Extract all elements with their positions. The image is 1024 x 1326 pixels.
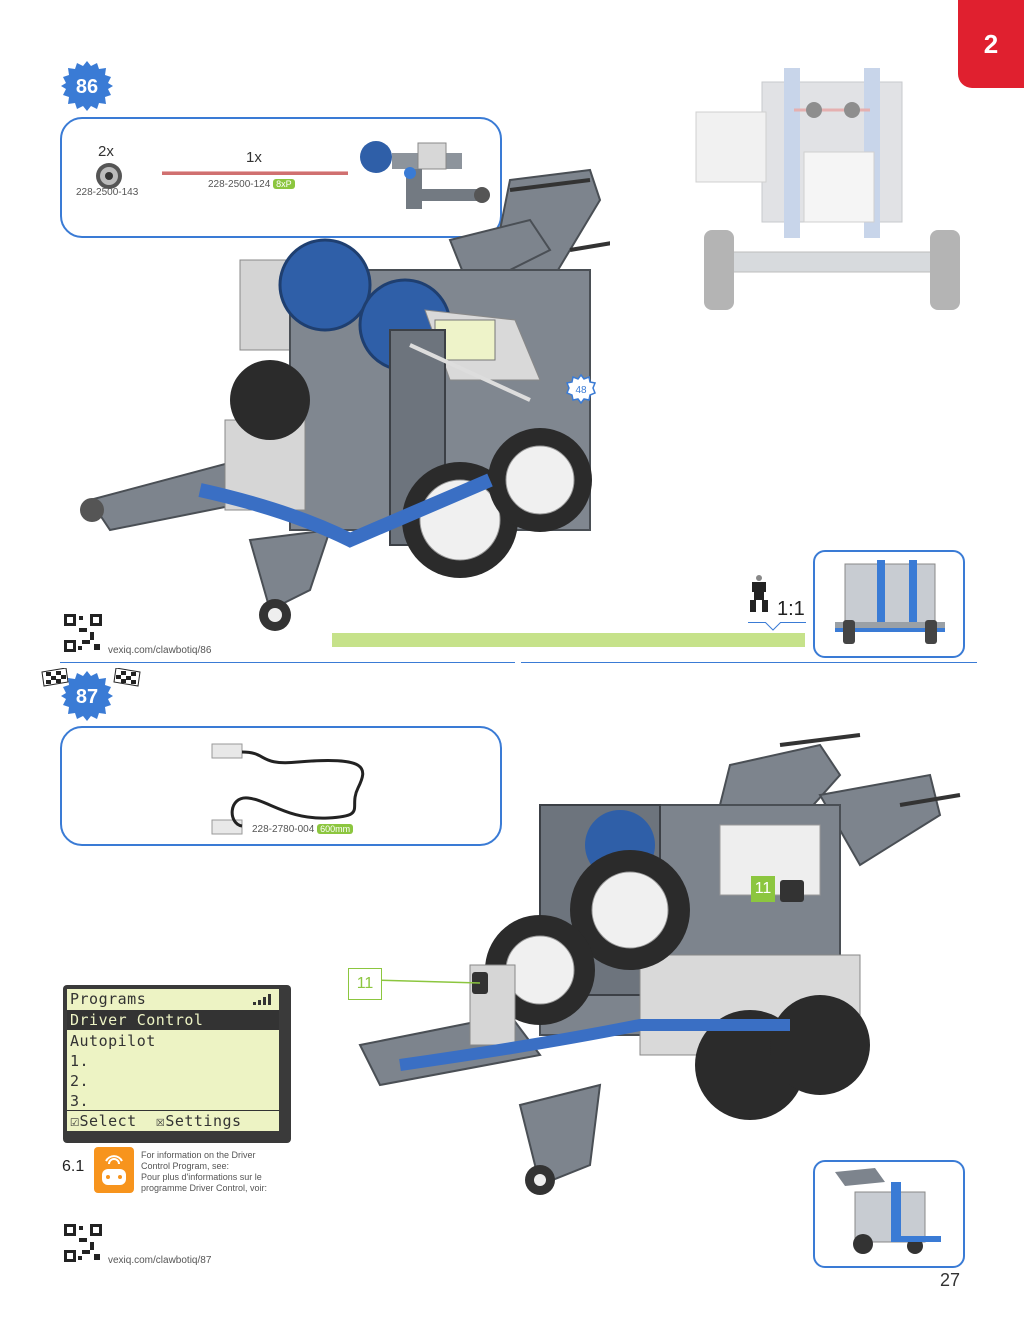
svg-text:48: 48 <box>575 385 587 396</box>
robot-assembly-illustration-86 <box>80 168 610 631</box>
step-badge-86: 86 <box>61 61 113 111</box>
step-number-86: 86 <box>76 76 98 98</box>
lcd-menu-slot-2[interactable]: 2. <box>70 1072 90 1090</box>
step-divider-left <box>60 662 515 663</box>
check-box-icon: ☑ <box>70 1112 80 1130</box>
preview-thumbnail-86 <box>813 550 965 658</box>
lcd-menu-slot-1[interactable]: 1. <box>70 1052 90 1070</box>
lcd-footer: ☑Select ☒Settings <box>70 1111 242 1131</box>
part-number-2: 228-2500-124 8xP <box>208 179 295 190</box>
lcd-menu-autopilot[interactable]: Autopilot <box>70 1032 156 1050</box>
driver-control-program-icon <box>94 1147 134 1193</box>
parts-panel-86: 2x 228-2500-143 1x 228-2500-124 8xP <box>60 117 502 238</box>
lcd-footer-settings: Settings <box>165 1112 242 1130</box>
cable-part-number: 228-2780-004 600mm <box>252 824 354 835</box>
part-number-1: 228-2500-143 <box>76 187 139 198</box>
scale-ratio: 1:1 <box>777 598 805 620</box>
subassembly-icon <box>360 141 490 209</box>
section-tab: 2 <box>958 0 1024 88</box>
ratio-pointer-icon <box>765 622 781 631</box>
driver-control-info: For information on the Driver Control Pr… <box>141 1150 267 1194</box>
step-badge-87: 87 <box>61 671 113 721</box>
cable-icon <box>211 743 365 835</box>
lcd-footer-divider <box>67 1110 279 1111</box>
page-number: 27 <box>940 1270 961 1290</box>
section-reference: 6.1 <box>62 1158 85 1175</box>
step-number-87: 87 <box>76 686 98 708</box>
lcd-title: Programs <box>70 990 147 1008</box>
build-progress-fill <box>332 633 805 647</box>
qr-url-86[interactable]: vexiq.com/clawbotiq/86 <box>108 645 212 656</box>
step-divider-right <box>521 662 977 663</box>
info-en-line-1: For information on the Driver <box>141 1150 256 1160</box>
lcd-footer-select: Select <box>79 1112 137 1130</box>
qr-code-icon[interactable] <box>64 1224 102 1262</box>
length-tag: 8xP <box>273 179 295 189</box>
screw-count-badge: 48 <box>566 374 596 404</box>
signal-bars-icon <box>253 994 271 1005</box>
bushing-icon <box>96 163 122 189</box>
cable-length-tag: 600mm <box>317 824 354 834</box>
parts-panel-87: 228-2780-004 600mm <box>60 726 502 846</box>
qr-code-icon[interactable] <box>64 614 102 652</box>
info-fr-line-2: programme Driver Control, voir: <box>141 1183 268 1193</box>
checkered-flag-right-icon <box>113 668 141 687</box>
scale-person-icon <box>750 575 768 612</box>
port-callout-a: 11 <box>348 968 382 1000</box>
build-progress-bar <box>332 633 805 647</box>
shaft-icon <box>162 171 348 175</box>
robot-assembly-illustration-87 <box>358 733 961 1195</box>
lcd-menu-slot-3[interactable]: 3. <box>70 1092 90 1110</box>
info-en-line-2: Control Program, see: <box>141 1161 230 1171</box>
x-box-icon: ☒ <box>155 1112 166 1130</box>
part-qty-2: 1x <box>246 149 262 166</box>
checkered-flag-left-icon <box>41 668 69 687</box>
qr-url-87[interactable]: vexiq.com/clawbotiq/87 <box>108 1255 212 1266</box>
brain-lcd-screen: Programs Driver Control Autopilot 1. 2. … <box>63 985 291 1143</box>
info-fr-line-1: Pour plus d'informations sur le <box>141 1172 262 1182</box>
lcd-menu-driver-control[interactable]: Driver Control <box>67 1010 279 1030</box>
port-callout-b: 11 <box>751 876 775 902</box>
rear-view-illustration <box>695 68 960 310</box>
part-qty-1: 2x <box>98 143 114 160</box>
preview-thumbnail-87 <box>813 1160 965 1268</box>
